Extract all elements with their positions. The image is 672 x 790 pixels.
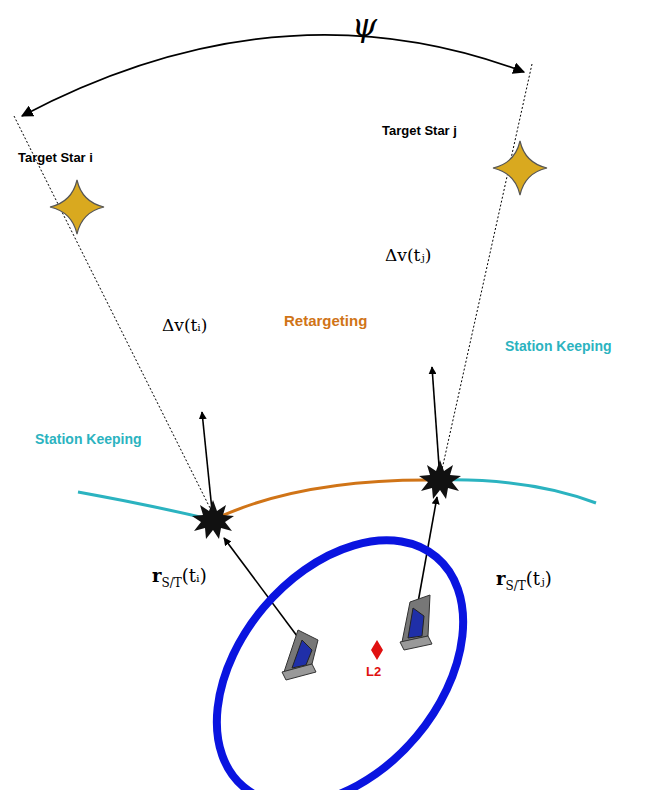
telescope [400,595,432,650]
target-star [50,180,104,234]
maneuver-burst [192,500,234,539]
star-label: Target Star i [18,150,93,165]
l2-point [371,640,383,660]
time-argument: (tᵢ) [182,565,207,586]
star-label: Target Star j [382,123,457,138]
position-vector [224,538,300,640]
position-vector-label: rS/T(tⱼ) [496,568,552,593]
maneuver-burst [419,460,461,499]
angle-symbol: ψ [352,6,377,44]
target-star [493,141,547,195]
station-keeping-path [440,480,596,503]
vector-symbol: r [152,565,161,586]
vector-subscript: S/T [505,579,525,593]
retargeting-label: Retargeting [284,312,367,329]
delta-v-label: Δv(tⱼ) [385,245,431,265]
halo-orbit [167,493,513,790]
angle-arc [22,35,524,116]
line-of-sight [14,116,212,512]
delta-v-arrow [202,412,213,520]
phase-label: Station Keeping [35,431,142,447]
position-vector-label: rS/T(tᵢ) [152,565,207,590]
station-keeping-path [78,492,213,520]
delta-v-arrow [432,367,440,480]
phase-label: Station Keeping [505,338,612,354]
retargeting-path [213,480,440,520]
vector-subscript: S/T [161,576,181,590]
delta-v-label: Δv(tᵢ) [162,315,207,335]
time-argument: (tⱼ) [526,568,552,589]
l2-label: L2 [366,664,381,679]
telescope [282,630,318,680]
vector-symbol: r [496,568,505,589]
